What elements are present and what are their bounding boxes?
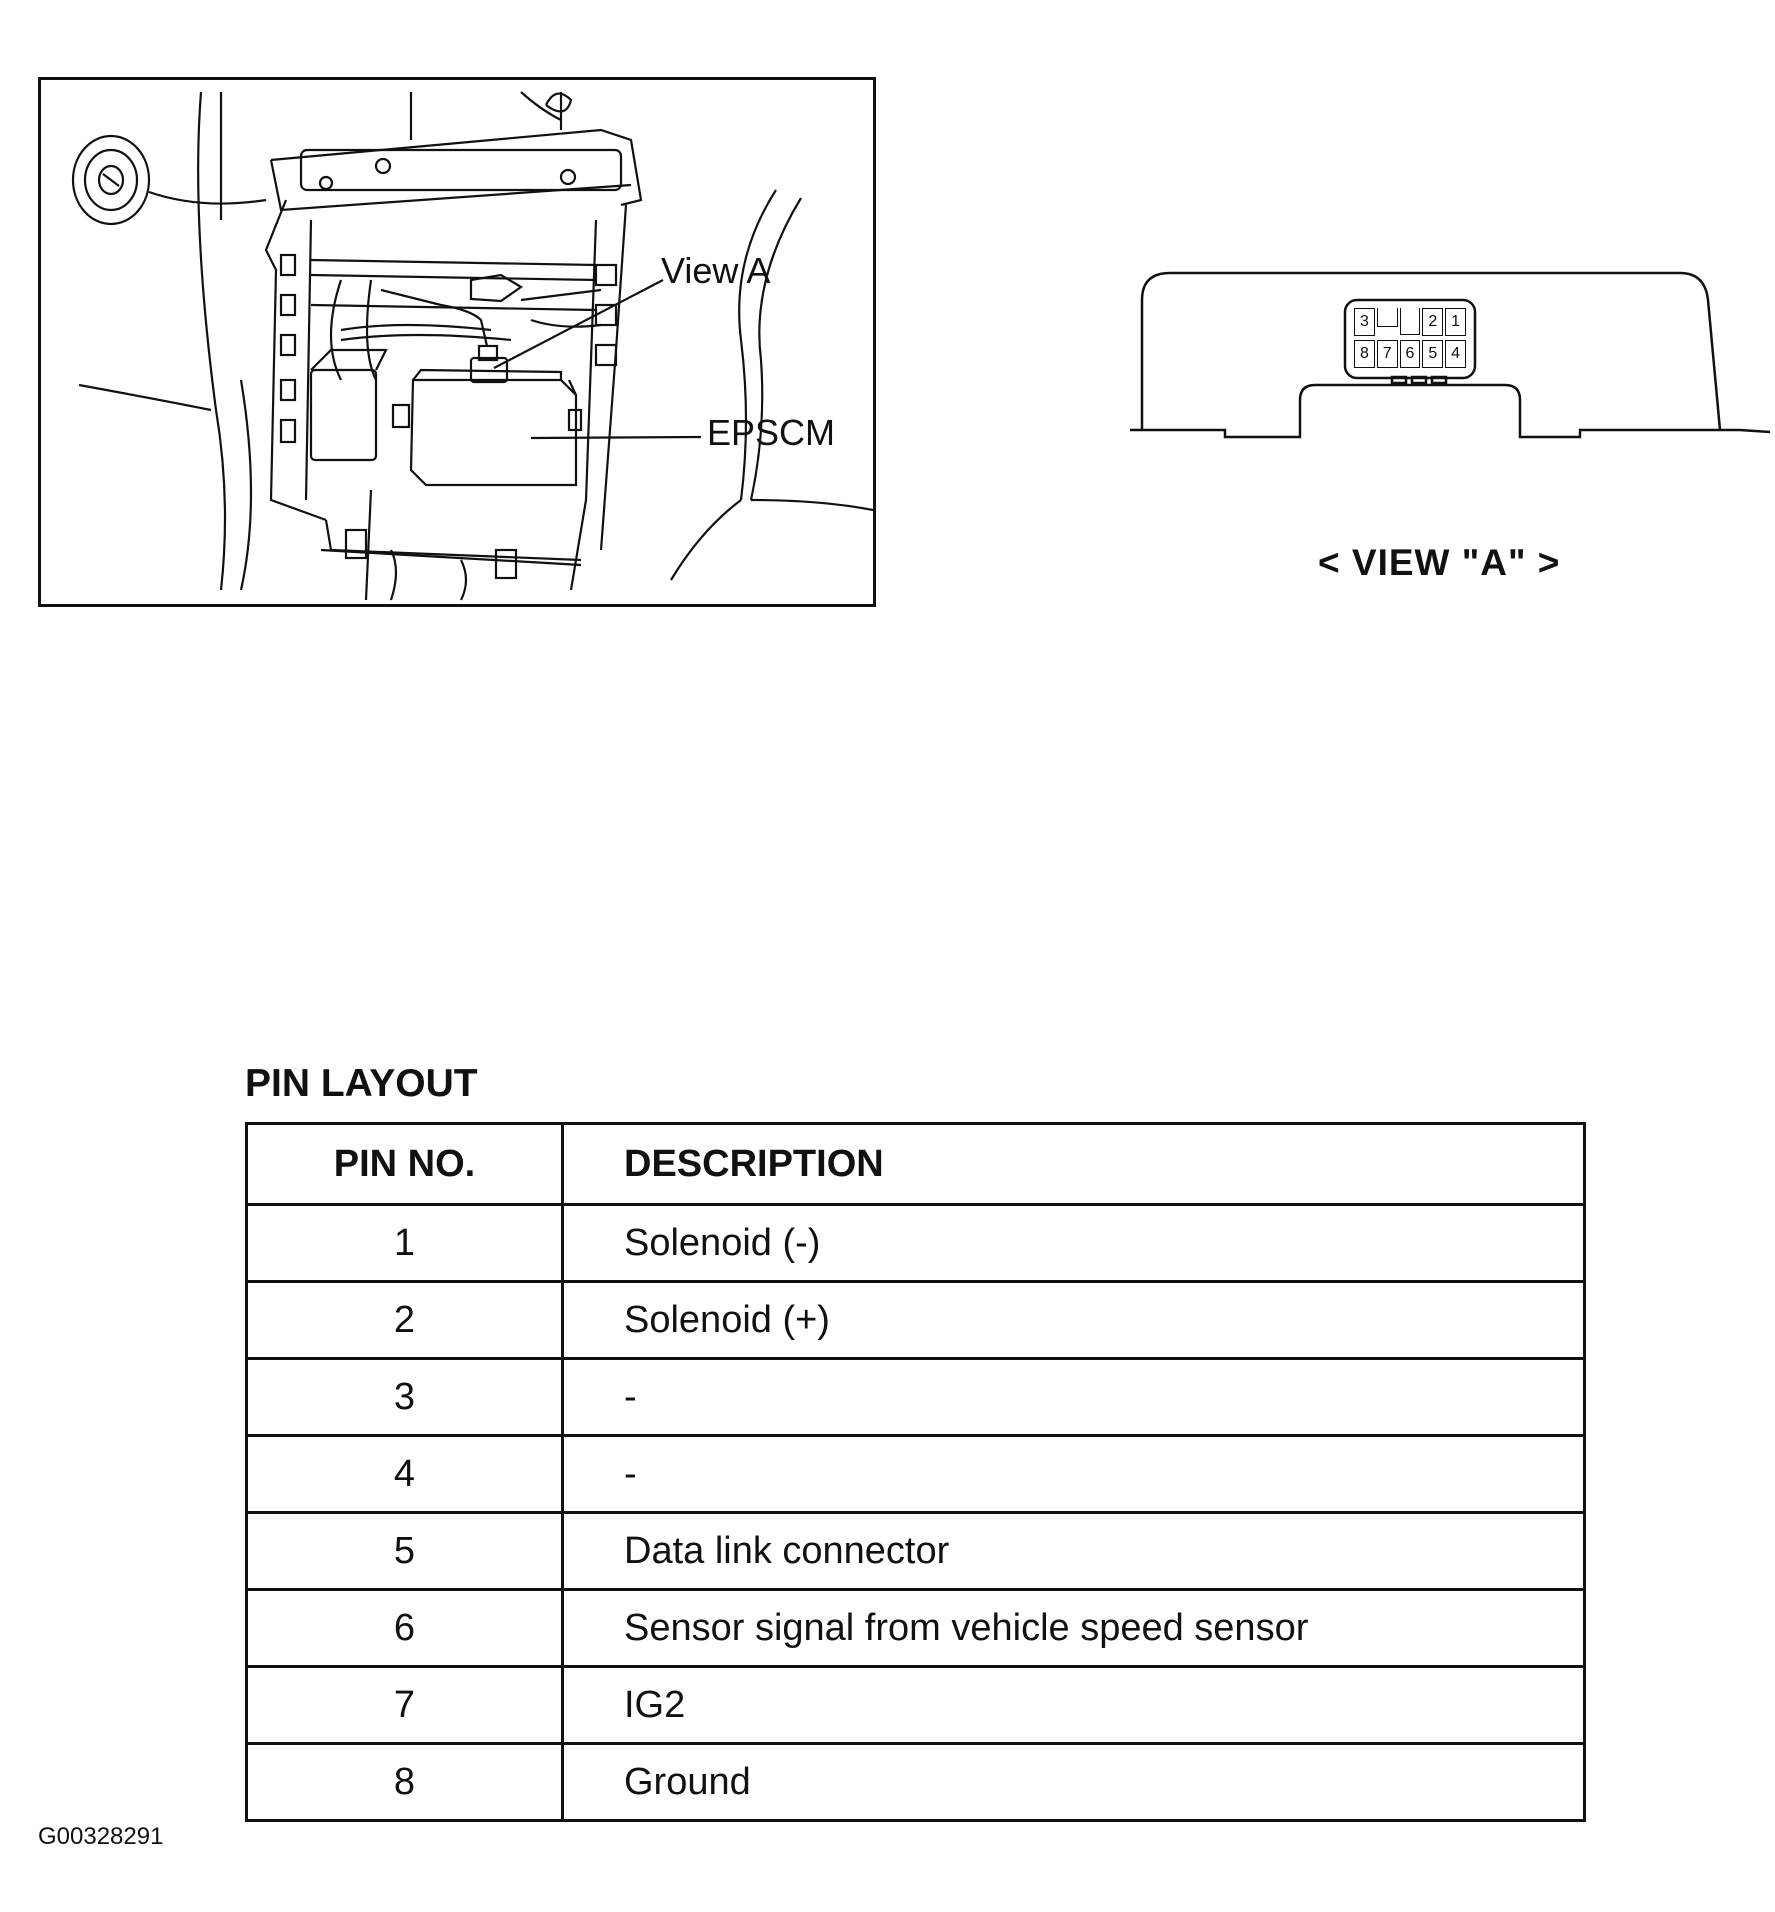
pin-number-cell: 1 xyxy=(245,1203,564,1283)
epscm-module xyxy=(391,368,583,487)
description-header: DESCRIPTION xyxy=(561,1122,1586,1206)
pin-description-cell: Solenoid (-) xyxy=(561,1203,1586,1283)
installation-illustration: View A EPSCM xyxy=(38,77,876,607)
connector-pin: 8 xyxy=(1354,340,1375,368)
table-row: 1 Solenoid (-) xyxy=(245,1203,1586,1283)
pin-layout-table: PIN NO. DESCRIPTION 1 Solenoid (-) 2 Sol… xyxy=(245,1122,1586,1822)
table-row: 5 Data link connector xyxy=(245,1511,1586,1591)
pin-number-cell: 2 xyxy=(245,1280,564,1360)
connector-pin: 5 xyxy=(1422,340,1444,368)
connector-pin: 6 xyxy=(1399,340,1421,368)
table-row: 8 Ground xyxy=(245,1742,1586,1822)
table-row: 6 Sensor signal from vehicle speed senso… xyxy=(245,1588,1586,1668)
pin-description-cell: Sensor signal from vehicle speed sensor xyxy=(561,1588,1586,1668)
connector-key-slot xyxy=(1376,308,1398,327)
pin-description-cell: Data link connector xyxy=(561,1511,1586,1591)
pin-description-cell: - xyxy=(561,1434,1586,1514)
pin-number-cell: 5 xyxy=(245,1511,564,1591)
connector-pin: 1 xyxy=(1445,308,1466,336)
view-a-callout: View A xyxy=(661,250,771,291)
connector-pin-grid: 3 2 1 8 7 6 5 4 xyxy=(1354,308,1466,370)
table-row: 3 - xyxy=(245,1357,1586,1437)
pin-number-cell: 7 xyxy=(245,1665,564,1745)
epscm-connector xyxy=(380,288,509,384)
pin-number-cell: 4 xyxy=(245,1434,564,1514)
table-header-row: PIN NO. DESCRIPTION xyxy=(245,1122,1586,1206)
pin-description-cell: Solenoid (+) xyxy=(561,1280,1586,1360)
pin-layout-title: PIN LAYOUT xyxy=(245,1062,478,1105)
connector-pin: 3 xyxy=(1354,308,1375,336)
table-row: 2 Solenoid (+) xyxy=(245,1280,1586,1360)
connector-key-slot xyxy=(1399,308,1421,335)
ignition-cylinder-icon xyxy=(71,134,151,226)
pin-number-cell: 8 xyxy=(245,1742,564,1822)
pin-description-cell: IG2 xyxy=(561,1665,1586,1745)
pin-number-cell: 3 xyxy=(245,1357,564,1437)
table-row: 7 IG2 xyxy=(245,1665,1586,1745)
view-a-illustration: 3 2 1 8 7 6 5 4 xyxy=(1120,255,1771,455)
connector-pin: 7 xyxy=(1376,340,1398,368)
table-row: 4 - xyxy=(245,1434,1586,1514)
connector-housing-drawing xyxy=(1130,271,1771,439)
pin-no-header: PIN NO. xyxy=(245,1122,564,1206)
figure-id: G00328291 xyxy=(38,1823,164,1850)
connector-pin: 4 xyxy=(1445,340,1466,368)
pin-number-cell: 6 xyxy=(245,1588,564,1668)
pin-description-cell: Ground xyxy=(561,1742,1586,1822)
dashboard-drawing xyxy=(71,91,873,601)
connector-pin: 2 xyxy=(1422,308,1444,336)
epscm-callout: EPSCM xyxy=(707,412,836,453)
pin-description-cell: - xyxy=(561,1357,1586,1437)
view-a-caption: < VIEW "A" > xyxy=(1318,542,1561,583)
